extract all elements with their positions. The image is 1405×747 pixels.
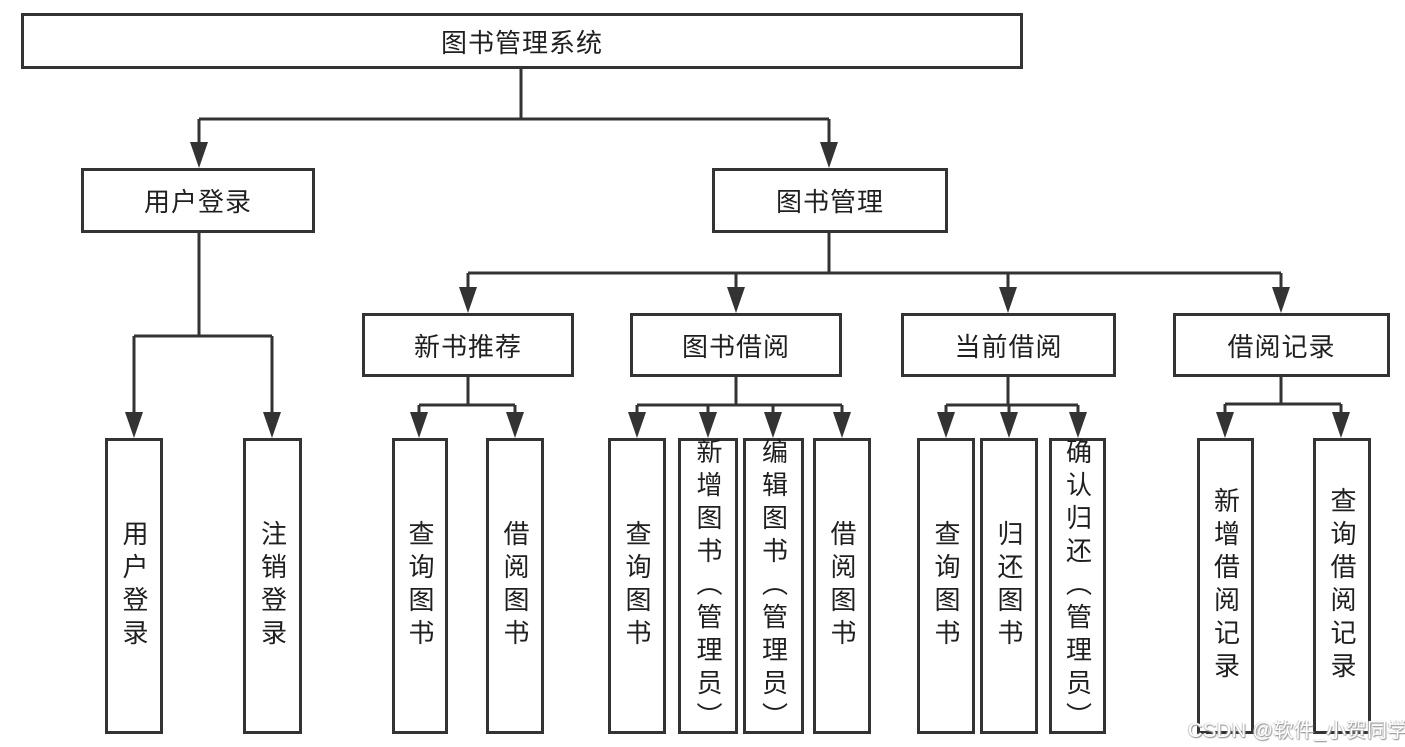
arrowhead (628, 412, 646, 438)
arrowhead (999, 287, 1017, 313)
leaf-bb-query-books-label: 查询图书 (622, 520, 652, 652)
arrowhead (125, 412, 143, 438)
arrowhead (506, 412, 524, 438)
arrowhead (820, 142, 838, 168)
arrowhead (190, 142, 208, 168)
node-book-management-label: 图书管理 (775, 187, 884, 217)
leaf-br-query-record-label: 查询借阅记录 (1327, 487, 1357, 685)
arrowhead (410, 412, 428, 438)
node-borrow-records-label: 借阅记录 (1227, 331, 1336, 362)
node-borrow-records: 借阅记录 (1173, 313, 1390, 377)
leaf-bb-query-books: 查询图书 (608, 438, 666, 734)
arrowhead (1000, 412, 1018, 438)
leaf-br-add-record: 新增借阅记录 (1197, 438, 1254, 734)
arrowhead (699, 412, 717, 438)
leaf-logout-label: 注销登录 (257, 520, 288, 652)
leaf-cb-query-books: 查询图书 (917, 438, 975, 734)
leaf-user-login: 用户登录 (105, 438, 163, 734)
node-book-borrow-label: 图书借阅 (681, 331, 790, 362)
node-root: 图书管理系统 (21, 13, 1023, 69)
arrowhead (764, 412, 782, 438)
arrowhead (263, 412, 281, 438)
leaf-bb-edit-books-admin: 编辑图书（管理员） (743, 437, 804, 735)
leaf-cb-return-books-label: 归还图书 (994, 520, 1024, 652)
node-book-management: 图书管理 (712, 168, 948, 233)
leaf-nb-borrow-books-label: 借阅图书 (500, 520, 530, 652)
node-new-book-recommend: 新书推荐 (362, 313, 574, 377)
leaf-cb-confirm-return-admin: 确认归还（管理员） (1049, 437, 1106, 735)
leaf-br-query-record: 查询借阅记录 (1313, 438, 1371, 734)
arrowhead (1332, 412, 1350, 438)
leaf-bb-add-books-admin-label: 新增图书（管理员） (693, 437, 723, 735)
node-root-label: 图书管理系统 (440, 27, 603, 58)
arrowhead (1069, 412, 1087, 438)
leaf-user-login-label: 用户登录 (119, 520, 149, 652)
leaf-cb-return-books: 归还图书 (980, 438, 1038, 734)
arrowhead (1216, 412, 1234, 438)
node-current-borrow-label: 当前借阅 (954, 331, 1063, 362)
arrowhead (727, 287, 745, 313)
arrowhead (833, 412, 851, 438)
leaf-bb-add-books-admin: 新增图书（管理员） (678, 437, 738, 735)
leaf-bb-borrow-books: 借阅图书 (813, 438, 871, 734)
arrowhead (1272, 287, 1290, 313)
node-book-borrow: 图书借阅 (630, 313, 842, 377)
leaf-bb-borrow-books-label: 借阅图书 (827, 520, 857, 652)
arrowhead (459, 287, 477, 313)
leaf-nb-borrow-books: 借阅图书 (486, 438, 544, 734)
leaf-cb-query-books-label: 查询图书 (931, 520, 961, 652)
leaf-cb-confirm-return-admin-label: 确认归还（管理员） (1062, 437, 1093, 735)
leaf-nb-query-books: 查询图书 (392, 438, 448, 734)
csdn-watermark: CSDN @软件_小贺同学 (1188, 720, 1405, 742)
leaf-bb-edit-books-admin-label: 编辑图书（管理员） (758, 437, 789, 735)
node-user-login-label: 用户登录 (143, 187, 252, 217)
node-current-borrow: 当前借阅 (901, 313, 1116, 377)
leaf-nb-query-books-label: 查询图书 (405, 520, 435, 652)
arrowhead (937, 412, 955, 438)
leaf-logout: 注销登录 (243, 438, 302, 734)
node-user-login: 用户登录 (81, 168, 315, 233)
leaf-br-add-record-label: 新增借阅记录 (1210, 487, 1241, 685)
node-new-book-recommend-label: 新书推荐 (413, 331, 522, 362)
